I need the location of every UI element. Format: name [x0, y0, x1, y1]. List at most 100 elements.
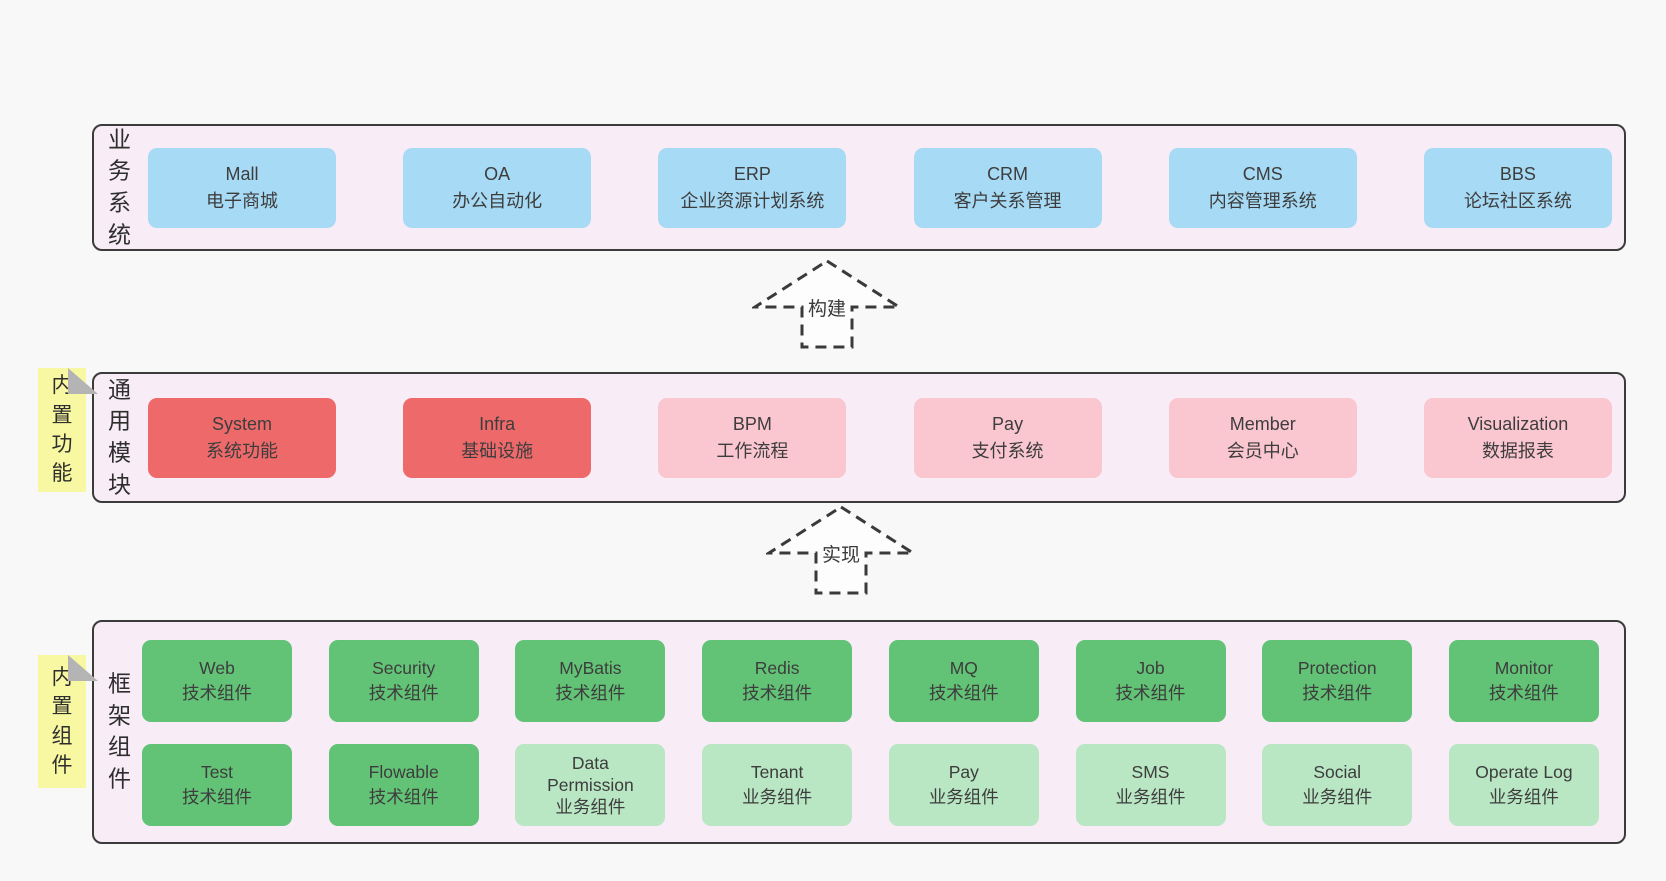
box-sms: SMS 业务组件	[1075, 744, 1226, 826]
box-name: Mall	[225, 163, 259, 184]
sticky-note-builtin-features: 内置功能	[38, 368, 98, 492]
box-data-permission: Data Permission 业务组件	[515, 744, 666, 826]
arrow-build: 构建	[752, 258, 902, 350]
box-name: Pay	[948, 762, 979, 783]
box-name: System	[211, 413, 272, 434]
box-desc: 数据报表	[1481, 440, 1554, 461]
box-desc: 电子商城	[206, 190, 278, 211]
box-cms: CMS 内容管理系统	[1168, 147, 1357, 228]
box-name: Monitor	[1494, 658, 1554, 679]
box-bpm: BPM 工作流程	[658, 397, 847, 478]
box-name: Member	[1229, 413, 1296, 434]
box-monitor: Monitor 技术组件	[1448, 640, 1599, 722]
box-name: Security	[372, 658, 436, 679]
box-crm: CRM 客户关系管理	[913, 147, 1102, 228]
box-desc: 系统功能	[206, 440, 278, 461]
box-desc: 业务组件	[742, 787, 813, 807]
layer-label-framework-components: 框架组件	[108, 670, 131, 792]
arrow-implement: 实现	[766, 504, 916, 596]
box-desc: 技术组件	[555, 683, 626, 703]
box-visualization: Visualization 数据报表	[1423, 397, 1612, 478]
box-desc: 技术组件	[1115, 683, 1186, 703]
box-tenant: Tenant 业务组件	[702, 744, 853, 826]
box-mq: MQ 技术组件	[888, 640, 1039, 722]
box-name: Test	[200, 762, 234, 783]
box-name: SMS	[1131, 762, 1170, 783]
arrow-build-label: 构建	[804, 294, 850, 321]
box-redis: Redis 技术组件	[702, 640, 853, 722]
box-member: Member 会员中心	[1168, 397, 1357, 478]
box-desc: 技术组件	[742, 683, 813, 703]
box-desc: 支付系统	[971, 440, 1044, 461]
box-mall: Mall 电子商城	[148, 147, 336, 228]
box-desc: 办公自动化	[452, 190, 543, 211]
box-name: Infra	[479, 413, 516, 434]
box-desc: 业务组件	[1488, 787, 1559, 807]
box-pay: Pay 支付系统	[913, 397, 1102, 478]
common-modules-row: System 系统功能 Infra 基础设施 BPM 工作流程 Pay 支付系统…	[148, 397, 1612, 478]
box-desc: 企业资源计划系统	[680, 190, 825, 211]
box-name: Operate Log	[1475, 762, 1573, 783]
box-desc: 基础设施	[461, 440, 534, 461]
sticky-note-builtin-components: 内置组件	[38, 655, 98, 788]
box-name: ERP	[733, 163, 771, 184]
layer-label-business-systems: 业务系统	[108, 126, 131, 248]
box-desc: 技术组件	[1488, 683, 1559, 703]
box-erp: ERP 企业资源计划系统	[658, 147, 847, 228]
box-name: Web	[199, 658, 235, 679]
box-name: Redis	[754, 658, 800, 679]
box-mybatis: MyBatis 技术组件	[515, 640, 666, 722]
box-infra: Infra 基础设施	[403, 397, 592, 478]
box-desc: 技术组件	[1302, 683, 1373, 703]
box-name: CMS	[1242, 163, 1283, 184]
box-desc: 业务组件	[555, 797, 626, 818]
box-name: Flowable	[368, 762, 439, 783]
box-name: MyBatis	[559, 658, 622, 679]
box-name: CRM	[987, 163, 1029, 184]
box-operate-log: Operate Log 业务组件	[1448, 744, 1599, 826]
box-desc: 业务组件	[1115, 787, 1186, 807]
box-bbs: BBS 论坛社区系统	[1423, 147, 1612, 228]
box-name: BPM	[732, 413, 772, 434]
box-name: OA	[484, 163, 511, 184]
box-desc: 业务组件	[928, 787, 999, 807]
sticky-label: 内置功能	[51, 374, 73, 486]
box-desc: 技术组件	[182, 683, 252, 703]
box-desc: 论坛社区系统	[1463, 190, 1572, 211]
box-social: Social 业务组件	[1262, 744, 1413, 826]
box-desc: 技术组件	[368, 683, 439, 703]
box-desc: 工作流程	[716, 440, 789, 461]
box-security: Security 技术组件	[328, 640, 479, 722]
box-oa: OA 办公自动化	[403, 147, 592, 228]
box-desc: 客户关系管理	[953, 190, 1062, 211]
box-name: Job	[1136, 658, 1165, 679]
box-desc: 会员中心	[1226, 440, 1299, 461]
framework-components-row-1: Web 技术组件 Security 技术组件 MyBatis 技术组件 Redi…	[142, 640, 1599, 722]
sticky-label: 内置组件	[51, 665, 73, 777]
box-desc: 技术组件	[182, 787, 252, 807]
layer-framework-components: 框架组件 Web 技术组件 Security 技术组件 MyBatis 技术组件…	[92, 620, 1626, 844]
box-desc: 技术组件	[368, 787, 439, 807]
box-name: Visualization	[1467, 413, 1569, 434]
box-desc: 内容管理系统	[1208, 190, 1317, 211]
box-name: Pay	[992, 413, 1024, 434]
layer-business-systems: 业务系统 Mall 电子商城 OA 办公自动化 ERP 企业资源计划系统 CRM…	[92, 124, 1626, 251]
business-systems-row: Mall 电子商城 OA 办公自动化 ERP 企业资源计划系统 CRM 客户关系…	[148, 147, 1612, 228]
box-name: MQ	[949, 658, 978, 679]
box-flowable: Flowable 技术组件	[328, 744, 479, 826]
box-job: Job 技术组件	[1075, 640, 1226, 722]
layer-label-common-modules: 通用模块	[108, 376, 131, 498]
layer-common-modules: 通用模块 System 系统功能 Infra 基础设施 BPM 工作流程 Pay…	[92, 372, 1626, 503]
framework-components-row-2: Test 技术组件 Flowable 技术组件 Data Permission …	[142, 744, 1599, 826]
box-name: BBS	[1499, 163, 1536, 184]
box-name: Data Permission	[547, 752, 634, 795]
arrow-implement-label: 实现	[818, 540, 864, 567]
box-web: Web 技术组件	[142, 640, 292, 722]
box-name: Social	[1313, 762, 1362, 783]
box-pay-biz: Pay 业务组件	[888, 744, 1039, 826]
box-protection: Protection 技术组件	[1262, 640, 1413, 722]
box-test: Test 技术组件	[142, 744, 292, 826]
box-desc: 技术组件	[928, 683, 999, 703]
box-desc: 业务组件	[1302, 787, 1373, 807]
